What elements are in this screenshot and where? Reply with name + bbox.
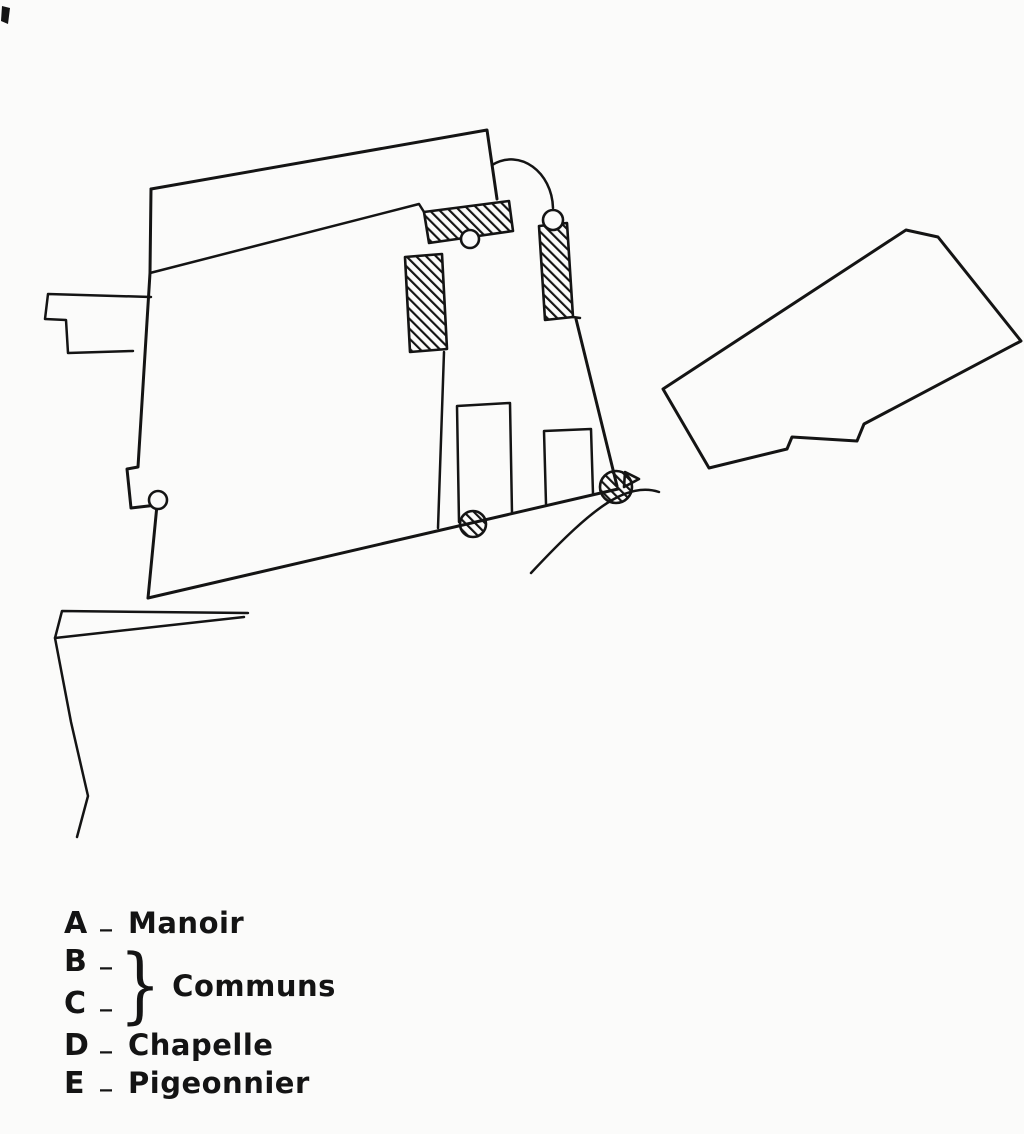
legend-label: Manoir — [128, 906, 245, 940]
manoir-west-edge — [125, 187, 159, 600]
legend-key: A — [64, 906, 89, 941]
legend-key: C — [64, 986, 88, 1021]
west-turret-circle — [147, 489, 169, 511]
road-curve-south — [529, 488, 661, 575]
south-tower-circle — [458, 509, 488, 539]
legend-dash: _ — [100, 1064, 112, 1092]
east-building — [661, 228, 1023, 470]
legend-group-keys: B _ C _ — [64, 942, 118, 1028]
turrets — [147, 208, 641, 539]
legend-key: D — [64, 1028, 90, 1063]
manoir-south-edge — [146, 487, 620, 600]
north-turret-circle — [541, 208, 565, 232]
courtyard-room-1 — [455, 401, 514, 524]
north-hatched-wall — [422, 199, 515, 245]
hatched-walls — [403, 199, 582, 354]
manoir-building — [125, 128, 620, 600]
legend-row-c: C _ — [64, 984, 118, 1028]
legend-label: Communs — [172, 969, 336, 1003]
courtyard-room-2 — [542, 427, 595, 506]
road-boundary-inner — [53, 615, 246, 640]
legend-label: Chapelle — [128, 1028, 274, 1062]
manoir-interior-diagonal — [148, 202, 426, 275]
roads — [53, 488, 661, 839]
legend-row-pigeonnier: E _ Pigeonnier — [64, 1064, 336, 1104]
legend-row-manoir: A _ Manoir — [64, 904, 336, 944]
legend-dash: _ — [100, 942, 112, 970]
legend-brace: } — [119, 938, 161, 1033]
road-boundary-west — [53, 609, 250, 839]
legend: A _ Manoir B _ C _ } Communs D _ Chapell… — [64, 904, 336, 1104]
legend-label: Pigeonnier — [128, 1066, 310, 1100]
gate-extension — [43, 292, 153, 355]
manoir-east-edge — [574, 317, 619, 488]
legend-dash: _ — [100, 1026, 112, 1054]
legend-row-b: B _ — [64, 942, 118, 986]
scan-mark — [1, 6, 10, 24]
legend-group-communs: B _ C _ } Communs — [64, 938, 336, 1033]
gate-turret-circle — [459, 228, 481, 250]
manoir-north-wing — [149, 128, 499, 201]
east-building-outline — [661, 228, 1023, 470]
east-wall-foot — [571, 315, 582, 320]
legend-dash: _ — [100, 904, 112, 932]
west-hatched-wall — [403, 252, 449, 354]
legend-row-chapelle: D _ Chapelle — [64, 1026, 336, 1066]
east-hatched-wall — [537, 221, 575, 322]
gate-extension-outline — [43, 292, 153, 355]
legend-dash: _ — [100, 984, 112, 1012]
legend-key: E — [64, 1066, 86, 1101]
courtyard-west-line — [436, 350, 446, 530]
legend-key: B — [64, 944, 88, 979]
curved-wall-arc — [490, 158, 555, 210]
